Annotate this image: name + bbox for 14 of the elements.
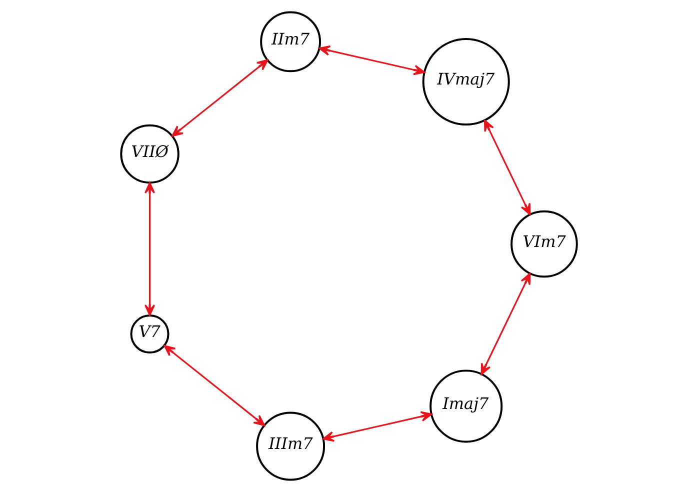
node-circle: VIIØ [120,124,179,184]
node-circle: IIm7 [260,11,321,72]
node-circle: V7 [130,314,169,354]
arrow [322,411,432,442]
node-circle: Imaj7 [429,370,502,443]
arrow [318,45,425,76]
node-circle: VIm7 [510,210,578,278]
node-circle: IIIm7 [256,412,325,481]
arrow [480,273,530,375]
arrow [171,59,268,137]
arrow [144,182,155,316]
node-circle: IVmaj7 [422,38,510,126]
arrow [163,345,265,426]
arrow [483,120,530,216]
